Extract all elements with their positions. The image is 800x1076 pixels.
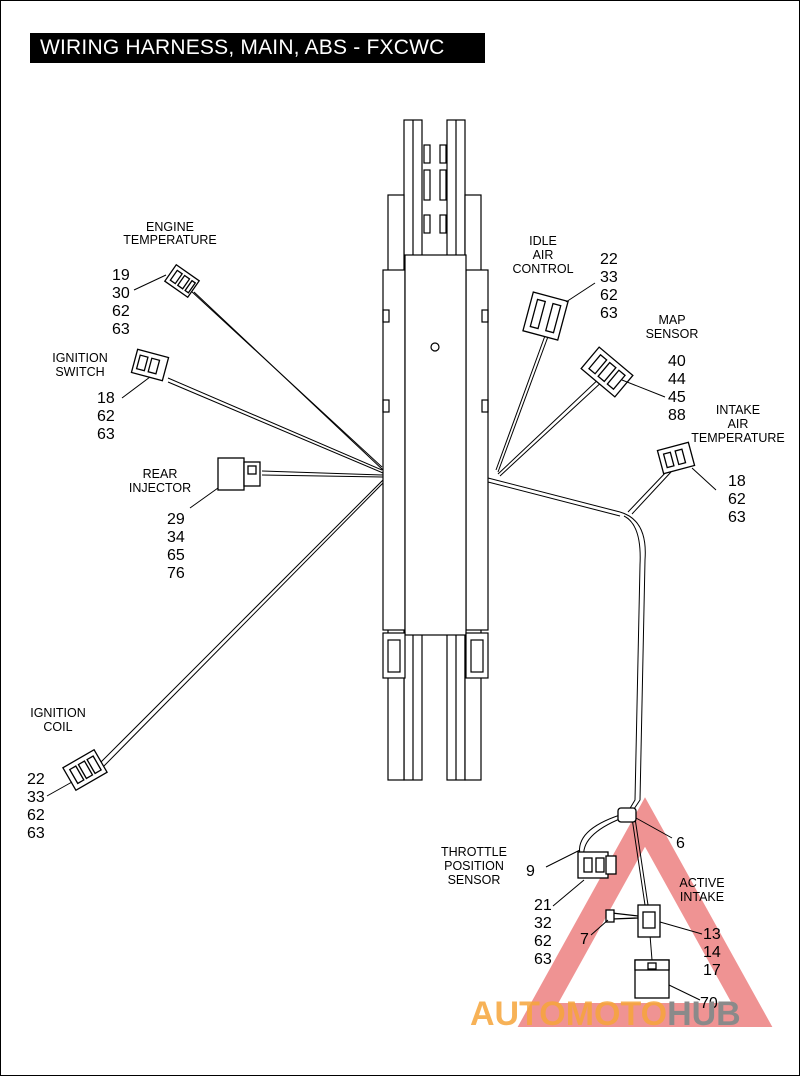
svg-text:13: 13 <box>703 926 721 943</box>
svg-text:ENGINE: ENGINE <box>146 220 194 234</box>
svg-text:COIL: COIL <box>43 720 72 734</box>
svg-text:62: 62 <box>97 408 115 425</box>
svg-text:INTAKE: INTAKE <box>716 403 760 417</box>
svg-text:SENSOR: SENSOR <box>646 327 699 341</box>
svg-text:62: 62 <box>112 303 130 320</box>
watermark-triangle <box>517 797 773 1027</box>
svg-text:IGNITION: IGNITION <box>30 706 86 720</box>
svg-text:14: 14 <box>703 944 721 961</box>
page-title: WIRING HARNESS, MAIN, ABS - FXCWC <box>30 33 485 63</box>
ignition-switch-connector <box>130 348 170 382</box>
label-ignition-switch: IGNITION SWITCH <box>52 351 108 379</box>
svg-text:INJECTOR: INJECTOR <box>129 481 191 495</box>
svg-text:45: 45 <box>668 389 686 406</box>
svg-text:63: 63 <box>534 951 552 968</box>
svg-text:40: 40 <box>668 353 686 370</box>
parts-throttle-position-sensor: 21 32 62 63 9 <box>526 863 552 968</box>
part-bottom-connector: 70 <box>700 995 718 1012</box>
svg-text:7: 7 <box>580 931 589 948</box>
svg-text:ACTIVE: ACTIVE <box>679 876 724 890</box>
svg-text:62: 62 <box>27 807 45 824</box>
part-harness-clip: 6 <box>676 835 685 852</box>
harness-clip <box>617 807 637 823</box>
ignition-coil-connector <box>62 748 108 792</box>
svg-text:18: 18 <box>728 473 746 490</box>
parts-active-intake: 13 14 17 7 <box>580 926 721 979</box>
svg-text:22: 22 <box>600 251 618 268</box>
svg-text:INTAKE: INTAKE <box>680 890 724 904</box>
throttle-position-connector <box>577 851 617 879</box>
svg-text:THROTTLE: THROTTLE <box>441 845 507 859</box>
svg-text:62: 62 <box>600 287 618 304</box>
harness-wires <box>97 289 672 961</box>
map-sensor-connector <box>580 346 634 398</box>
parts-engine-temperature: 19 30 62 63 <box>112 267 130 338</box>
rear-injector-connector <box>217 457 261 491</box>
svg-text:AIR: AIR <box>533 248 554 262</box>
svg-text:TEMPERATURE: TEMPERATURE <box>123 233 217 247</box>
svg-text:32: 32 <box>534 915 552 932</box>
svg-text:19: 19 <box>112 267 130 284</box>
svg-text:21: 21 <box>534 897 552 914</box>
svg-text:REAR: REAR <box>143 467 178 481</box>
watermark-automoto: AUTOMOTO <box>470 995 667 1033</box>
parts-idle-air-control: 22 33 62 63 <box>600 251 618 322</box>
parts-ignition-coil: 22 33 62 63 <box>27 771 45 842</box>
svg-text:44: 44 <box>668 371 686 388</box>
label-rear-injector: REAR INJECTOR <box>129 467 191 495</box>
svg-text:CONTROL: CONTROL <box>512 262 573 276</box>
svg-text:63: 63 <box>112 321 130 338</box>
label-active-intake: ACTIVE INTAKE <box>679 876 724 904</box>
svg-text:62: 62 <box>728 491 746 508</box>
svg-text:SWITCH: SWITCH <box>55 365 104 379</box>
parts-rear-injector: 29 34 65 76 <box>167 511 185 582</box>
watermark-text: AUTOMOTOHUB <box>470 995 741 1033</box>
svg-text:AIR: AIR <box>728 417 749 431</box>
parts-intake-air-temperature: 18 62 63 <box>728 473 746 526</box>
parts-map-sensor: 40 44 45 88 <box>668 353 686 424</box>
svg-text:22: 22 <box>27 771 45 788</box>
svg-text:TEMPERATURE: TEMPERATURE <box>691 431 785 445</box>
svg-text:34: 34 <box>167 529 185 546</box>
bottom-connector <box>634 959 670 999</box>
intake-air-temperature-connector <box>656 441 696 475</box>
active-intake-connector <box>605 904 661 938</box>
svg-text:29: 29 <box>167 511 185 528</box>
idle-air-control-connector <box>522 291 569 341</box>
label-map-sensor: MAP SENSOR <box>646 313 699 341</box>
svg-text:POSITION: POSITION <box>444 859 504 873</box>
svg-text:17: 17 <box>703 962 721 979</box>
svg-text:88: 88 <box>668 407 686 424</box>
label-ignition-coil: IGNITION COIL <box>30 706 86 734</box>
svg-text:33: 33 <box>27 789 45 806</box>
svg-text:33: 33 <box>600 269 618 286</box>
svg-text:63: 63 <box>27 825 45 842</box>
svg-text:IGNITION: IGNITION <box>52 351 108 365</box>
svg-text:9: 9 <box>526 863 535 880</box>
svg-text:63: 63 <box>728 509 746 526</box>
svg-text:63: 63 <box>97 426 115 443</box>
svg-text:18: 18 <box>97 390 115 407</box>
leader-lines <box>46 274 717 1001</box>
svg-text:IDLE: IDLE <box>529 234 557 248</box>
frame-rails <box>382 119 489 781</box>
label-idle-air-control: IDLE AIR CONTROL <box>512 234 573 276</box>
label-throttle-position-sensor: THROTTLE POSITION SENSOR <box>441 845 507 887</box>
label-intake-air-temperature: INTAKE AIR TEMPERATURE <box>691 403 785 445</box>
engine-temperature-connector <box>163 263 201 299</box>
svg-text:AUTOMOTOHUB: AUTOMOTOHUB <box>470 995 741 1033</box>
svg-text:65: 65 <box>167 547 185 564</box>
svg-text:SENSOR: SENSOR <box>448 873 501 887</box>
svg-text:62: 62 <box>534 933 552 950</box>
svg-text:MAP: MAP <box>658 313 685 327</box>
svg-text:63: 63 <box>600 305 618 322</box>
watermark-hub: HUB <box>667 995 741 1033</box>
svg-text:76: 76 <box>167 565 185 582</box>
parts-ignition-switch: 18 62 63 <box>97 390 115 443</box>
svg-text:30: 30 <box>112 285 130 302</box>
label-engine-temperature: ENGINE TEMPERATURE <box>123 220 217 247</box>
